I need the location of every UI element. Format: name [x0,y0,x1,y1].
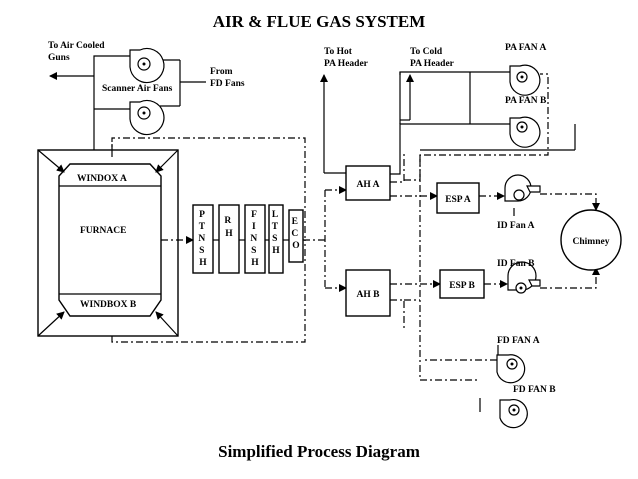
windbox-a-label: WINDOX A [77,174,127,184]
id-fan-b-label: ID Fan B [497,259,535,269]
pa-fan-a-label: PA FAN A [505,43,546,53]
ah-b-box [345,269,391,317]
finsh-box [244,204,266,274]
ah-a-box [345,165,391,201]
fd-fan-a-label: FD FAN A [497,336,540,346]
esp-b-label: ESP B [449,281,475,291]
ptnsh-label: P T N S H [198,210,207,268]
chimney: Chimney [560,209,622,271]
fd-fan-a [496,354,526,384]
scanner-fan-bottom [129,99,165,136]
eco-label: E C O [291,217,300,251]
chimney-label: Chimney [573,237,610,247]
esp-a-box [436,182,480,214]
id-fan-b [507,261,541,294]
from-fd-fans-label: From FD Fans [210,67,245,89]
secondary-air-ducts [111,73,549,381]
rh-label: R H [224,216,233,239]
scanner-fan-top [129,47,165,84]
pa-fan-a [509,64,541,96]
air-ducts [49,55,576,412]
finsh-label: F I N S H [250,210,259,268]
to-cold-pa-header-label: To Cold PA Header [410,47,455,69]
chimney-circle [560,209,622,271]
pa-fan-b [509,116,541,148]
ltsh-box [268,204,284,274]
heat-exchanger-banks: P T N S H R H F I N S H L T S H E C [192,204,304,274]
furnace-body [58,163,162,317]
rh-box [218,204,240,274]
corner-arrow-tr [155,149,179,173]
windbox-b-label: WINDBOX B [80,300,137,310]
esp-a-label: ESP A [445,195,471,205]
furnace-label: FURNACE [80,226,126,236]
corner-arrow-bl [37,311,65,337]
esp-b-box [439,269,485,299]
pa-a-duct [399,71,510,124]
diagram-subtitle: Simplified Process Diagram [218,442,420,461]
pa-fan-b-label: PA FAN B [505,96,547,106]
fd-fan-b-label: FD FAN B [513,385,556,395]
esps: ESP A ESP B [436,182,485,299]
scanner-air-fans-label: Scanner Air Fans [102,84,173,94]
corner-arrow-br [155,311,179,337]
to-air-cooled-guns-label: To Air Cooled Guns [48,41,107,63]
ah-a-label: AH A [357,180,380,190]
ah-b-label: AH B [357,290,381,300]
eco-box [288,209,304,263]
flue-gas-path [161,186,600,292]
pa-b-duct [390,123,510,175]
air-heaters: AH A AH B [345,165,391,317]
diagram-title: AIR & FLUE GAS SYSTEM [213,12,426,31]
to-hot-pa-header-label: To Hot PA Header [324,47,369,69]
furnace-assembly: WINDOX A FURNACE WINDBOX B [37,149,179,337]
corner-arrow-tl [37,149,65,173]
id-fan-a [504,174,541,216]
ltsh-label: L T S H [272,210,281,256]
id-fan-a-label: ID Fan A [497,221,535,231]
fd-fan-b [499,399,528,429]
